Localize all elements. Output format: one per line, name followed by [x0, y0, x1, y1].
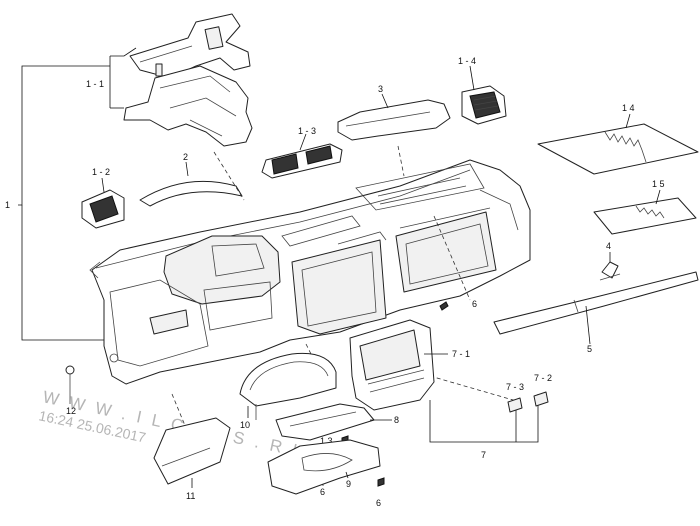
part-14-pad [537, 113, 699, 175]
dash-line-3 [433, 215, 471, 301]
callout-10: 10 [240, 420, 250, 430]
callout-1-4: 1 - 4 [458, 56, 476, 66]
bracket-7 [429, 394, 539, 443]
part-12-screw [65, 365, 75, 404]
part-10-cluster-bezel [239, 352, 337, 420]
callout-2: 2 [183, 152, 188, 162]
part-15-pad [593, 189, 697, 235]
part-5-trim-strip [493, 271, 699, 345]
callout-7-2: 7 - 2 [534, 373, 552, 383]
part-7-1-center-unit [349, 319, 448, 411]
part-7-3-button [507, 397, 523, 413]
part-3-upper-cover [337, 93, 451, 141]
callout-6b: 6 [320, 487, 325, 497]
callout-8: 8 [394, 415, 399, 425]
callout-7: 7 [481, 450, 486, 460]
part-7-2-button [533, 391, 549, 407]
part-2-trim-arc [139, 161, 243, 207]
callout-3: 3 [378, 84, 383, 94]
callout-4: 4 [606, 241, 611, 251]
callout-1-2: 1 - 2 [92, 167, 110, 177]
callout-6a: 6 [472, 299, 477, 309]
callout-14: 1 4 [622, 103, 635, 113]
callout-6c: 6 [376, 498, 381, 508]
callout-1: 1 [5, 200, 10, 210]
callout-1-1: 1 - 1 [86, 79, 104, 89]
callout-7-3: 7 - 3 [506, 382, 524, 392]
dash-line-1 [213, 151, 245, 201]
callout-11: 11 [186, 491, 195, 501]
part-4-clip [599, 252, 621, 281]
callout-9: 9 [346, 479, 351, 489]
part-1-2-left-vent [81, 177, 125, 229]
callout-1-3: 1 - 3 [298, 126, 316, 136]
dash-line-5 [171, 393, 187, 429]
part-9-lower-panel [267, 439, 381, 495]
part-1-instrument-panel [89, 159, 531, 385]
part-1-3-center-vent [261, 133, 343, 179]
part-6-screw-a [439, 301, 449, 311]
part-1-1-cross-beam [109, 13, 253, 147]
callout-5: 5 [587, 344, 592, 354]
dash-line-4 [429, 375, 521, 403]
dash-line-6 [305, 343, 313, 357]
part-6-screw-c [377, 477, 385, 487]
dash-line-2 [397, 145, 405, 177]
part-11-glove-box-cover [153, 417, 231, 488]
bracket-1 [18, 65, 110, 341]
callout-15: 1 5 [652, 179, 665, 189]
part-8-lower-bezel [275, 403, 392, 441]
callout-12: 12 [66, 406, 76, 416]
callout-13: 1 3 [320, 436, 333, 446]
part-1-4-right-vent [461, 65, 507, 125]
callout-7-1: 7 - 1 [452, 349, 470, 359]
